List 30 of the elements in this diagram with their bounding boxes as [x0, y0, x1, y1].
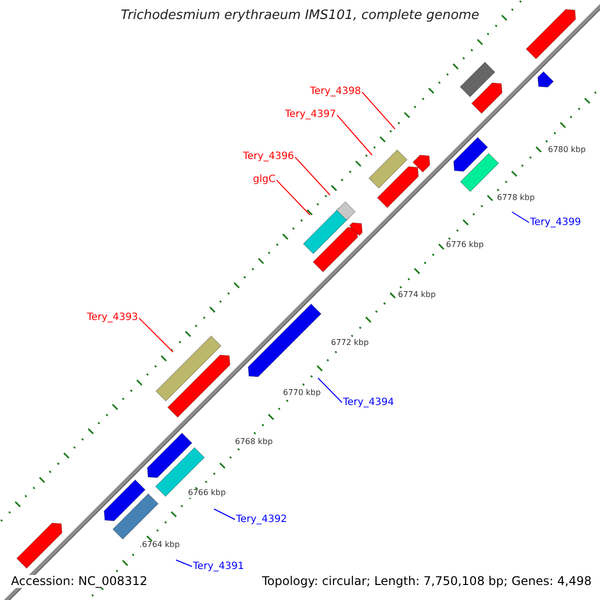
gene-label: Tery_4399 [530, 217, 582, 228]
scale-label: 6766 kbp [187, 489, 227, 498]
scale-label: 6764 kbp [141, 541, 181, 550]
leader-line [336, 114, 372, 156]
scale-label: 6778 kbp [496, 194, 536, 203]
leader-line [362, 92, 396, 130]
gene-label: Tery_4391 [193, 561, 244, 572]
scale-label: 6780 kbp [547, 146, 587, 155]
scale-label: 6768 kbp [234, 438, 274, 447]
gene-label: Tery_4398 [310, 86, 362, 97]
scale-label: 6770 kbp [282, 389, 322, 398]
gene-label: glgC [253, 174, 276, 185]
footer-text: Topology: circular; Length: 7,750,108 bp; Genes: 4,498 [260, 575, 594, 588]
gene-label: Tery_4394 [343, 397, 394, 408]
leader-line [276, 180, 310, 216]
leader-line [318, 378, 342, 403]
leader-line [214, 508, 236, 520]
scale-label: 6774 kbp [397, 291, 437, 300]
map-title: Trichodesmium erythraeum IMS101, complete genome [120, 9, 480, 24]
scale-label: 6772 kbp [330, 339, 370, 348]
gene-label: Tery_4396 [243, 151, 294, 162]
scale-label: 6776 kbp [445, 241, 485, 250]
gene-label: Tery_4397 [285, 109, 336, 120]
leader-line [512, 212, 530, 223]
gene-label: Tery_4393 [87, 312, 138, 323]
footer-text: Accession: NC_008312 [9, 575, 150, 588]
gene-label: Tery_4392 [236, 514, 288, 525]
leader-line [294, 156, 330, 196]
leader-line [138, 318, 174, 352]
leader-line [176, 560, 192, 567]
